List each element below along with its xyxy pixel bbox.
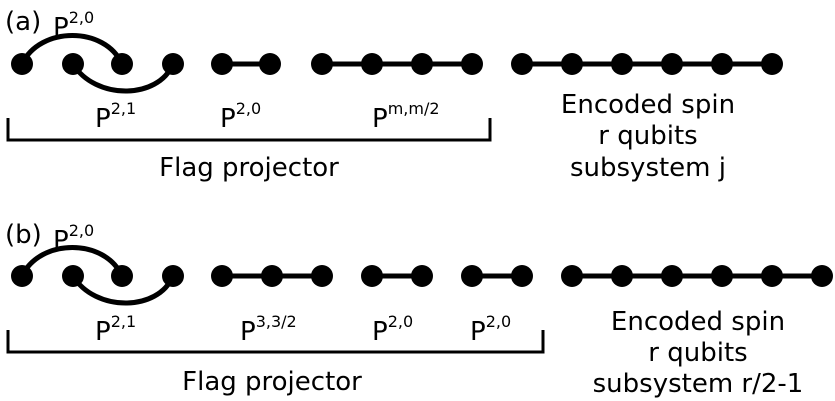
caption-line: Encoded spin xyxy=(561,90,735,120)
operator-label: P2,0 xyxy=(372,312,413,347)
qubit-dot xyxy=(361,53,383,75)
qubit-dot xyxy=(561,53,583,75)
qubit-dot xyxy=(711,265,733,287)
qubit-dot xyxy=(511,265,533,287)
qubit-dot xyxy=(561,265,583,287)
qubit-dot xyxy=(711,53,733,75)
qubit-chain-group-1 xyxy=(11,265,184,287)
qubit-dot xyxy=(611,265,633,287)
panel-b-tag: (b) xyxy=(5,220,42,250)
qubit-dot xyxy=(211,265,233,287)
qubit-dot xyxy=(661,53,683,75)
qubit-chain-group-2 xyxy=(211,265,333,287)
caption-line: r qubits xyxy=(598,121,697,151)
qubit-dot xyxy=(111,53,133,75)
qubit-dot xyxy=(461,53,483,75)
qubit-dot xyxy=(62,265,84,287)
encoded-spin-caption: Encoded spin r qubits subsystem r/2-1 xyxy=(593,307,804,399)
caption-line: Encoded spin xyxy=(611,307,785,337)
qubit-dot xyxy=(411,265,433,287)
panel-b: (b) P2,0 xyxy=(5,220,833,399)
qubit-dot xyxy=(461,265,483,287)
qubit-dot xyxy=(811,265,833,287)
arc-lower xyxy=(70,274,176,306)
qubit-dot xyxy=(111,265,133,287)
flag-arcs xyxy=(19,245,176,306)
qubit-dot xyxy=(311,53,333,75)
qubit-dot xyxy=(411,53,433,75)
arc-upper xyxy=(19,245,125,278)
encoded-spin-chain xyxy=(511,53,783,75)
operator-label: P2,1 xyxy=(95,312,136,347)
bracket-label: Flag projector xyxy=(182,367,362,397)
flag-bracket xyxy=(6,330,545,354)
qubit-dot xyxy=(661,265,683,287)
operator-label: Pm,m/2 xyxy=(372,99,440,134)
qubit-dot xyxy=(162,265,184,287)
qubit-dot xyxy=(259,53,281,75)
qubit-dot xyxy=(361,265,383,287)
qubit-dot xyxy=(311,265,333,287)
caption-line: r qubits xyxy=(648,338,747,368)
qubit-chain-group-2 xyxy=(211,53,281,75)
operator-label: P2,0 xyxy=(220,99,261,134)
encoded-spin-caption: Encoded spin r qubits subsystem j xyxy=(561,90,735,183)
caption-line: subsystem j xyxy=(570,153,726,183)
flag-arcs xyxy=(19,33,176,94)
qubit-chain-group-4 xyxy=(461,265,533,287)
operator-label: P2,0 xyxy=(470,312,511,347)
qubit-dot xyxy=(162,53,184,75)
bracket-label: Flag projector xyxy=(159,153,339,183)
flag-bracket xyxy=(6,118,492,142)
qubit-dot xyxy=(62,53,84,75)
qubit-dot xyxy=(611,53,633,75)
qubit-dot xyxy=(11,265,33,287)
qubit-chain-group-3 xyxy=(361,265,433,287)
panel-a-tag: (a) xyxy=(5,7,41,37)
qubit-dot xyxy=(761,53,783,75)
qubit-dot xyxy=(511,53,533,75)
qubit-dot xyxy=(761,265,783,287)
encoded-spin-chain xyxy=(561,265,833,287)
qubit-chain-group-1 xyxy=(11,53,184,75)
qubit-dot xyxy=(211,53,233,75)
caption-line: subsystem r/2-1 xyxy=(593,369,804,399)
qubit-dot xyxy=(261,265,283,287)
operator-label: P2,1 xyxy=(95,99,136,134)
arc-upper xyxy=(19,33,125,66)
qubit-dot xyxy=(11,53,33,75)
panel-a: (a) P2,0 xyxy=(5,7,783,183)
operator-label: P3,3/2 xyxy=(240,312,297,347)
qubit-chain-group-3 xyxy=(311,53,483,75)
arc-lower xyxy=(70,62,176,94)
